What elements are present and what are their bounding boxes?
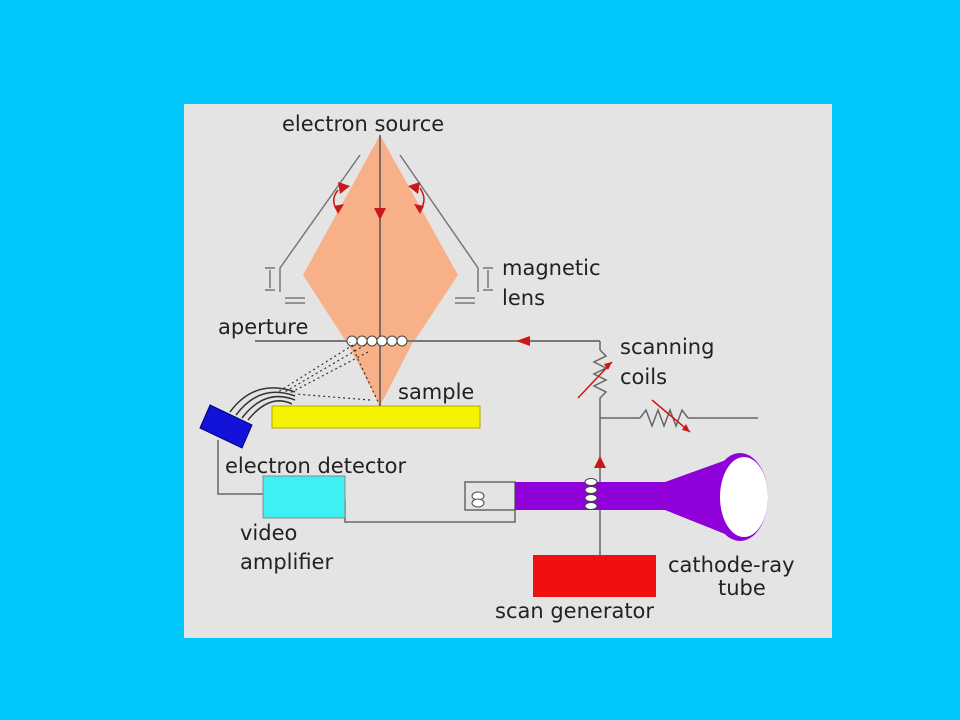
label-amplifier: amplifier — [240, 550, 334, 574]
label-scan-generator: scan generator — [495, 599, 655, 623]
beam-arrows — [334, 182, 424, 220]
magnetic-lens-left — [265, 154, 361, 304]
label-video: video — [240, 521, 298, 545]
secondary-electron-paths — [277, 341, 381, 407]
detector-wires — [229, 387, 296, 421]
label-electron-source: electron source — [282, 112, 445, 136]
video-amplifier-box — [262, 475, 346, 519]
label-coils: coils — [620, 365, 668, 389]
label-electron-detector: electron detector — [225, 454, 407, 478]
cathode-ray-tube — [464, 453, 768, 541]
label-magnetic: magnetic — [502, 256, 601, 280]
label-sample: sample — [398, 380, 475, 404]
label-cathode-ray: cathode-ray — [668, 553, 795, 577]
electron-detector-box — [199, 404, 253, 449]
sem-diagram-panel — [184, 104, 832, 638]
aperture-coils — [346, 335, 408, 347]
magnetic-lens-right — [399, 154, 493, 304]
scan-generator-box — [533, 555, 656, 597]
variable-resistor-arrows — [577, 361, 691, 433]
label-aperture: aperture — [218, 315, 309, 339]
sample-plate — [271, 405, 481, 429]
tube-deflection-coils — [584, 478, 598, 510]
scanning-coils-circuit — [592, 341, 758, 555]
signal-arrow-left — [516, 336, 530, 346]
label-tube: tube — [718, 576, 766, 600]
label-lens: lens — [502, 286, 546, 310]
signal-arrow-up — [594, 456, 606, 468]
label-scanning: scanning — [620, 335, 715, 359]
